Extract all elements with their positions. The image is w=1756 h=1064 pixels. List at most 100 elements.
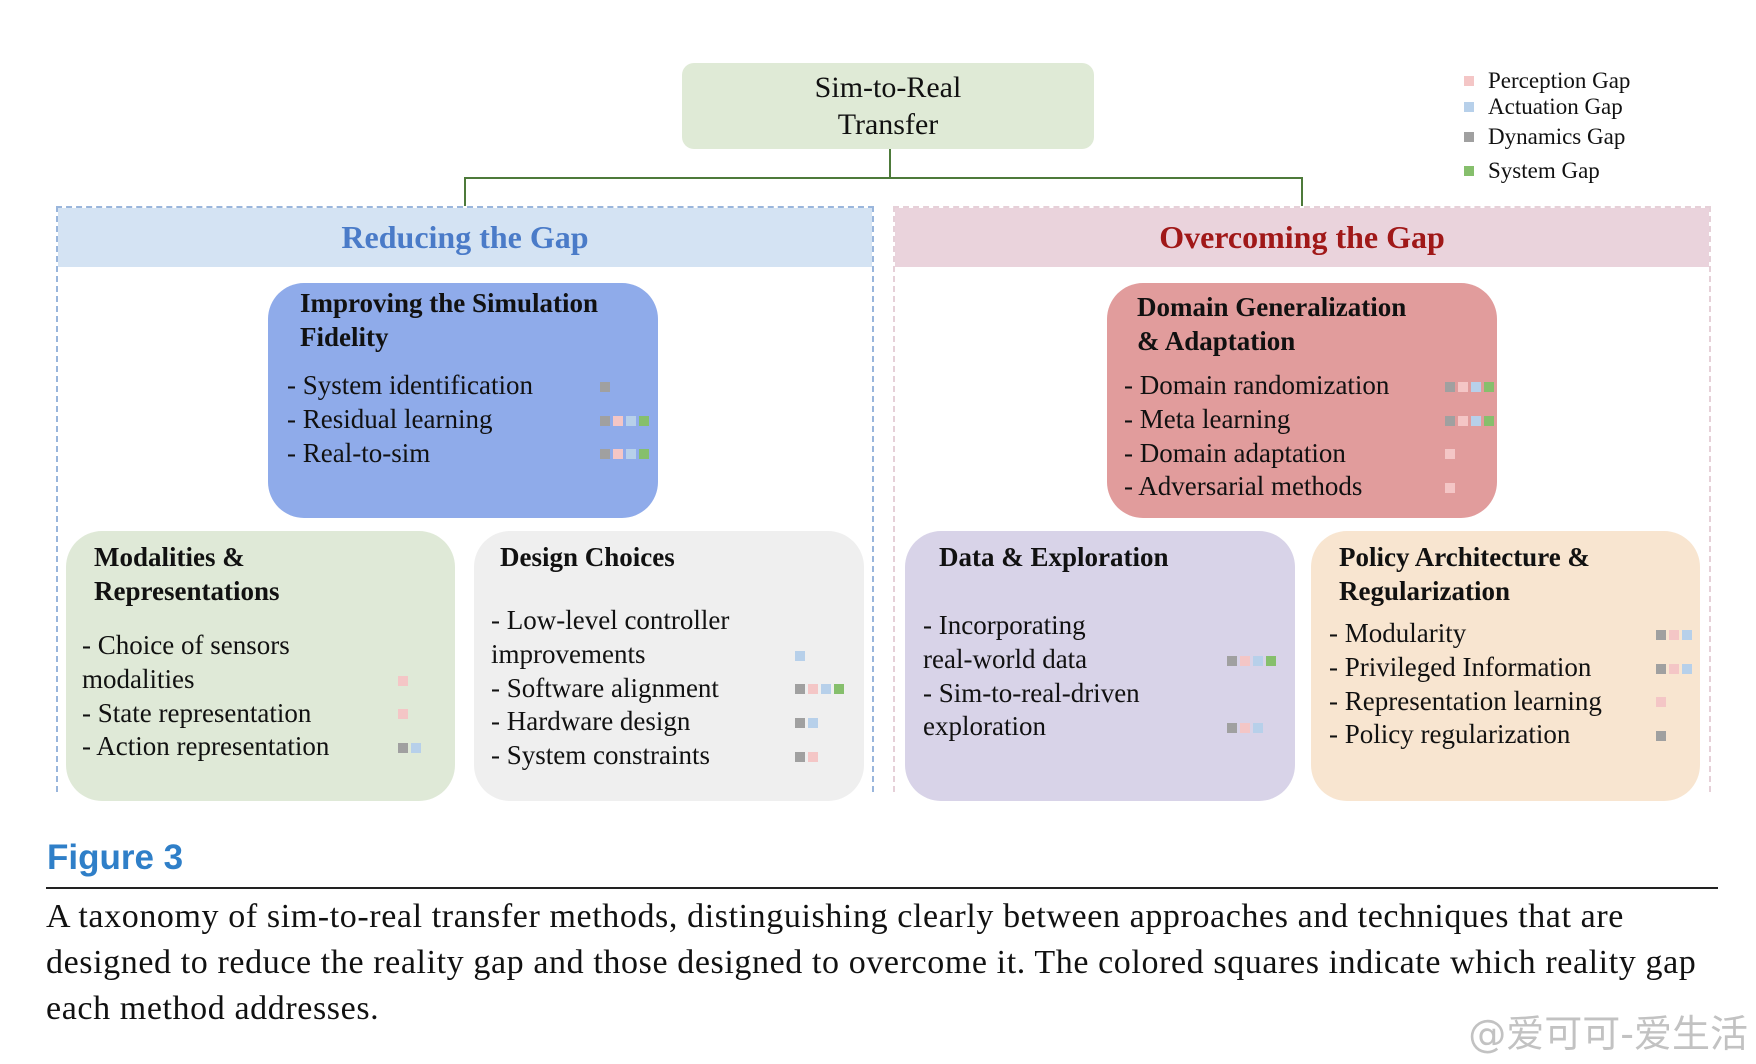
actuation-gap-square-icon bbox=[626, 449, 636, 460]
perception-gap-square-icon bbox=[1669, 663, 1679, 674]
dynamics-gap-square-icon bbox=[600, 415, 610, 426]
system-gap-square-icon bbox=[639, 415, 649, 426]
method-item: - Choice of sensors modalities bbox=[66, 629, 455, 697]
method-list: - Modularity- Privileged Information- Re… bbox=[1311, 617, 1700, 752]
method-label: - Domain randomization bbox=[1124, 370, 1390, 400]
connector-line bbox=[464, 177, 1303, 179]
method-label: - Action representation bbox=[82, 731, 330, 762]
method-label: - Representation learning bbox=[1329, 685, 1602, 716]
gap-indicators bbox=[398, 709, 408, 720]
figure-divider bbox=[46, 887, 1718, 889]
system-gap-square-icon bbox=[1266, 655, 1276, 666]
box-improving: Improving the Simulation Fidelity- Syste… bbox=[268, 283, 658, 518]
method-label: - Adversarial methods bbox=[1124, 471, 1363, 502]
perception-gap-square-icon bbox=[808, 684, 818, 695]
actuation-gap-square-icon bbox=[626, 415, 636, 426]
perception-gap-square-icon bbox=[1656, 697, 1666, 708]
perception-gap-square-icon bbox=[1240, 723, 1250, 734]
gap-indicators bbox=[795, 718, 818, 729]
actuation-gap-square-icon bbox=[821, 684, 831, 695]
legend-label: Perception Gap bbox=[1488, 68, 1631, 93]
perception-gap-square-icon bbox=[398, 675, 408, 686]
gap-indicators bbox=[1656, 663, 1692, 674]
actuation-gap-square-icon bbox=[1253, 723, 1263, 734]
method-list: - System identification- Residual learni… bbox=[268, 369, 658, 470]
system-gap-square-icon bbox=[1484, 381, 1494, 392]
box-data: Data & Exploration - Incorporating real-w… bbox=[905, 531, 1295, 801]
method-label: - State representation bbox=[82, 697, 312, 728]
method-item: - Hardware design bbox=[474, 705, 864, 739]
dynamics-gap-square-icon bbox=[795, 684, 805, 695]
dynamics-square-icon bbox=[1464, 132, 1474, 142]
method-item: - Meta learning bbox=[1107, 403, 1497, 437]
box-title: Modalities & Representations bbox=[94, 542, 280, 606]
actuation-gap-square-icon bbox=[1253, 655, 1263, 666]
panel-overcoming-the-gap: Overcoming the Gap bbox=[893, 206, 1711, 792]
gap-indicators bbox=[795, 684, 844, 695]
dynamics-gap-square-icon bbox=[1445, 381, 1455, 392]
method-label: - Meta learning bbox=[1124, 403, 1291, 434]
box-design: Design Choices - Low-level controller imp… bbox=[474, 531, 864, 801]
box-modalities: Modalities & Representations - Choice of … bbox=[66, 531, 455, 801]
actuation-square-icon bbox=[1464, 102, 1474, 112]
method-list: - Low-level controller improvements- Sof… bbox=[474, 604, 864, 773]
gap-indicators bbox=[1445, 483, 1455, 494]
panel-title: Overcoming the Gap bbox=[895, 208, 1709, 267]
method-label: - System constraints bbox=[491, 740, 710, 771]
legend-label: System Gap bbox=[1488, 158, 1600, 183]
connector-line bbox=[1301, 177, 1303, 206]
root-node-sim-to-real: Sim-to-Real Transfer bbox=[682, 63, 1094, 149]
dynamics-gap-square-icon bbox=[795, 718, 805, 729]
dynamics-gap-square-icon bbox=[1227, 655, 1237, 666]
method-list: - Choice of sensors modalities- State re… bbox=[66, 629, 455, 764]
gap-indicators bbox=[1656, 731, 1666, 742]
panel-reducing-the-gap: Reducing the Gap bbox=[56, 206, 874, 792]
connector-line bbox=[889, 149, 891, 178]
method-label: - Software alignment bbox=[491, 672, 719, 703]
box-title: Design Choices bbox=[500, 542, 675, 572]
method-label: - Low-level controller improvements bbox=[491, 605, 730, 669]
method-label: - Incorporating real-world data bbox=[923, 610, 1088, 674]
method-label: - Policy regularization bbox=[1329, 719, 1571, 750]
actuation-gap-square-icon bbox=[1682, 629, 1692, 640]
perception-gap-square-icon bbox=[1458, 381, 1468, 392]
perception-gap-square-icon bbox=[1445, 483, 1455, 494]
gap-indicators bbox=[600, 449, 649, 460]
dynamics-gap-square-icon bbox=[398, 743, 408, 754]
box-title: Data & Exploration bbox=[939, 542, 1169, 572]
gap-indicators bbox=[398, 743, 421, 754]
perception-gap-square-icon bbox=[1445, 449, 1455, 460]
method-label: - Residual learning bbox=[287, 403, 493, 434]
figure-label: Figure 3 bbox=[47, 838, 184, 877]
method-label: - Real-to-sim bbox=[287, 437, 431, 468]
gap-indicators bbox=[1656, 697, 1666, 708]
method-item: - Adversarial methods bbox=[1107, 470, 1497, 504]
perception-gap-square-icon bbox=[613, 449, 623, 460]
actuation-gap-square-icon bbox=[1682, 663, 1692, 674]
method-item: - Representation learning bbox=[1311, 685, 1700, 719]
dynamics-gap-square-icon bbox=[600, 381, 610, 392]
legend-label: Dynamics Gap bbox=[1488, 124, 1626, 149]
method-item: - Software alignment bbox=[474, 672, 864, 706]
gap-indicators bbox=[1227, 655, 1276, 666]
box-title: Policy Architecture & Regularization bbox=[1339, 542, 1590, 606]
legend-item-system: System Gap bbox=[1464, 158, 1600, 184]
method-label: - Hardware design bbox=[491, 706, 691, 737]
perception-gap-square-icon bbox=[613, 415, 623, 426]
method-item: - System constraints bbox=[474, 739, 864, 773]
gap-indicators bbox=[1656, 629, 1692, 640]
method-item: - Incorporating real-world data bbox=[905, 609, 1295, 677]
legend-item-dynamics: Dynamics Gap bbox=[1464, 124, 1625, 150]
gap-indicators bbox=[795, 650, 805, 661]
gap-indicators bbox=[1445, 449, 1455, 460]
system-gap-square-icon bbox=[1484, 415, 1494, 426]
figure-caption: A taxonomy of sim-to-real transfer metho… bbox=[46, 898, 1697, 1027]
legend-label: Actuation Gap bbox=[1488, 94, 1623, 119]
method-item: - Policy regularization bbox=[1311, 718, 1700, 752]
method-item: - State representation bbox=[66, 697, 455, 731]
method-item: - Domain randomization bbox=[1107, 369, 1497, 403]
method-item: - Low-level controller improvements bbox=[474, 604, 864, 672]
dynamics-gap-square-icon bbox=[1656, 663, 1666, 674]
box-title: Domain Generalization & Adaptation bbox=[1137, 292, 1407, 356]
system-gap-square-icon bbox=[834, 684, 844, 695]
